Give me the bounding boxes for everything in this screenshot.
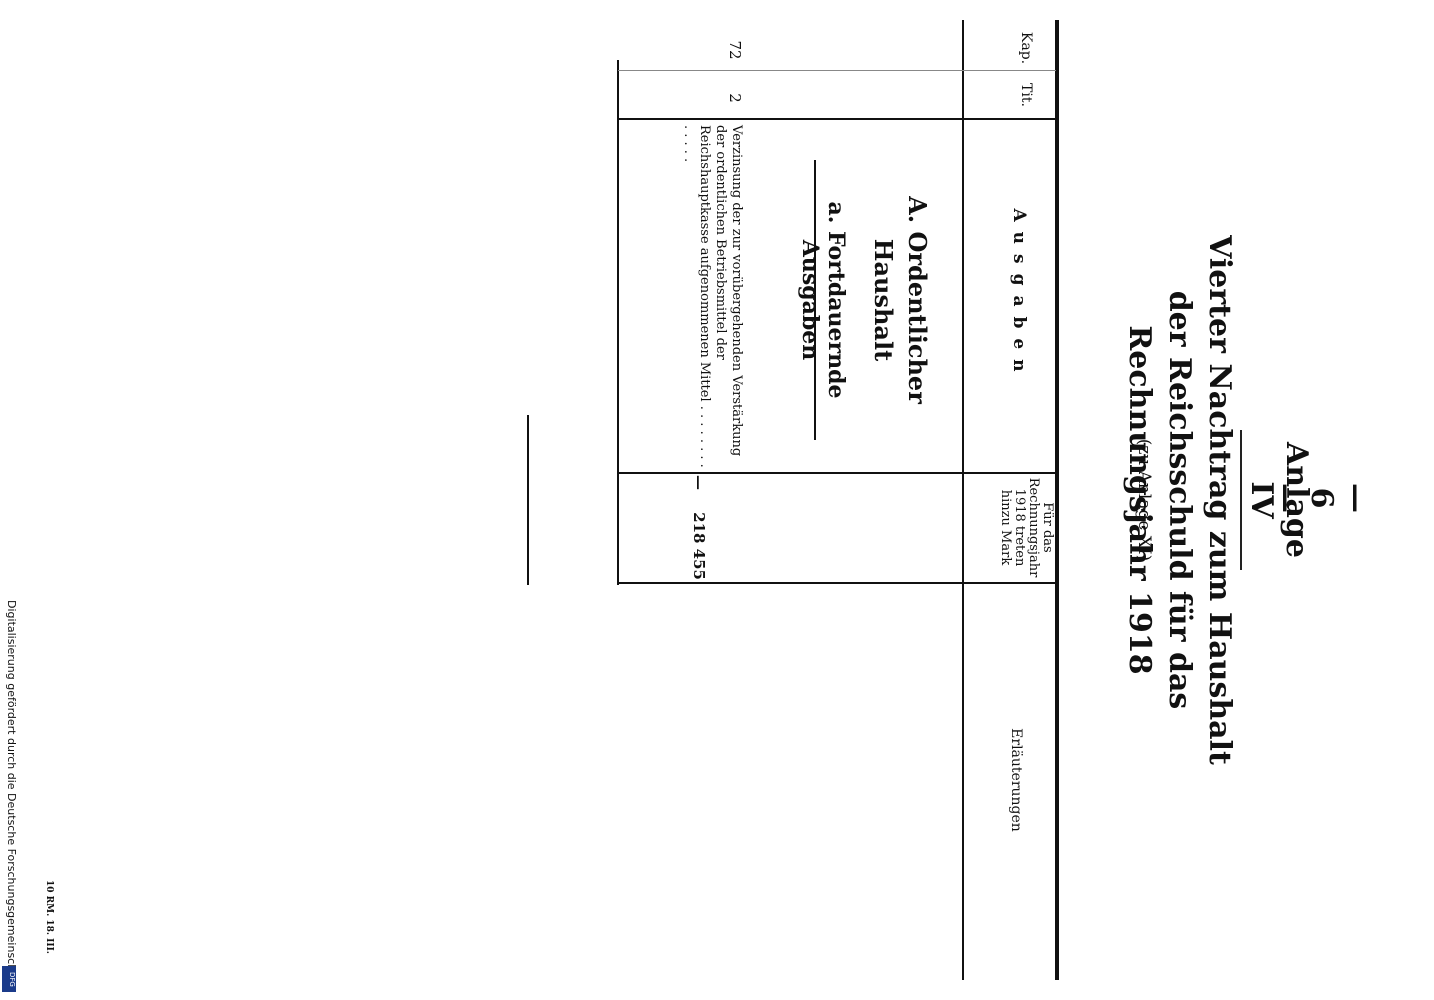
anlage-label: Anlage IV xyxy=(1240,430,1314,570)
col-rule-tit xyxy=(618,118,1056,120)
table-top-rule xyxy=(1055,20,1059,980)
dfg-logo: DFG xyxy=(2,966,16,992)
subsection-heading: a. Fortdauernde Ausgaben xyxy=(797,201,849,399)
amount-dash: — xyxy=(690,475,708,490)
section-heading: A. Ordentlicher Haushalt xyxy=(869,196,932,404)
column-header-erlaeuterungen: Erläuterungen xyxy=(1008,728,1024,832)
print-mark: 10 RM. 18. III. xyxy=(44,880,54,954)
column-header-kap: Kap. xyxy=(1018,31,1034,65)
table-bottom-rule xyxy=(617,60,619,585)
dfg-logo-text: DFG xyxy=(8,971,16,987)
credit-text: Digitalisierung gefördert durch die Deut… xyxy=(5,600,18,986)
column-header-ausgaben: Ausgaben xyxy=(1009,208,1029,382)
table-row-tit: 2 xyxy=(726,93,744,103)
subsection-underline xyxy=(814,160,816,440)
table-row-amount: — 218 455 xyxy=(690,475,708,580)
digitization-credit: Digitalisierung gefördert durch die Deut… xyxy=(0,600,22,995)
col-rule-mark xyxy=(618,582,1056,584)
table-row-description: Verzinsung der zur vorübergehenden Verst… xyxy=(681,125,744,468)
table-row-kap: 72 xyxy=(726,40,744,60)
col-rule-ausgaben xyxy=(618,472,1056,474)
table-header-rule xyxy=(962,20,964,980)
column-header-tit: Tit. xyxy=(1018,83,1034,107)
col-rule-kap xyxy=(618,70,1056,71)
amount-value: 218 455 xyxy=(690,512,708,580)
column-header-amount: Für das Rechnungsjahr 1918 treten hinzu … xyxy=(998,477,1055,578)
amount-divider xyxy=(527,415,529,585)
document-subtitle: (zu Anlage XI) xyxy=(1134,438,1154,562)
